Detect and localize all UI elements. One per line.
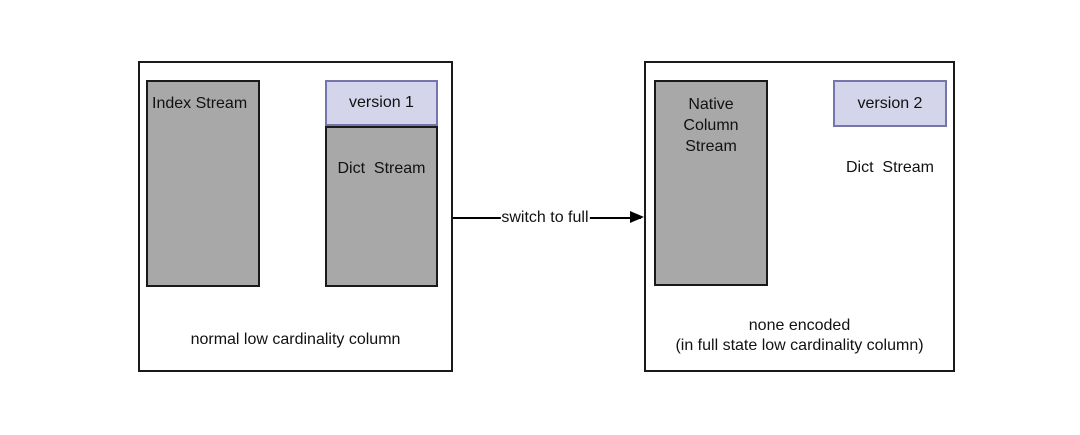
normal-column-container: Index Stream version 1 Dict Stream norma… [138,61,453,372]
normal-column-caption: normal low cardinality column [190,331,401,348]
arrow-label: switch to full [500,209,590,227]
arrow-head-icon [630,211,644,223]
full-state-caption-line1: none encoded [748,317,851,334]
full-state-caption-line2: (in full state low cardinality column) [675,337,924,354]
index-stream-box: Index Stream [146,80,260,287]
native-column-stream-box: Native Column Stream [654,80,768,286]
native-column-stream-label: Native Column Stream [683,96,739,155]
full-state-caption: none encoded (in full state low cardinal… [646,316,953,356]
full-state-column-container: Native Column Stream version 2 Dict Stre… [644,61,955,372]
dict-stream-box: Dict Stream [325,126,438,287]
version-2-box: version 2 [833,80,947,127]
switch-to-full-arrow: switch to full [453,209,644,227]
dict-stream-label: Dict Stream [845,159,934,176]
version-1-box: version 1 [325,80,438,126]
